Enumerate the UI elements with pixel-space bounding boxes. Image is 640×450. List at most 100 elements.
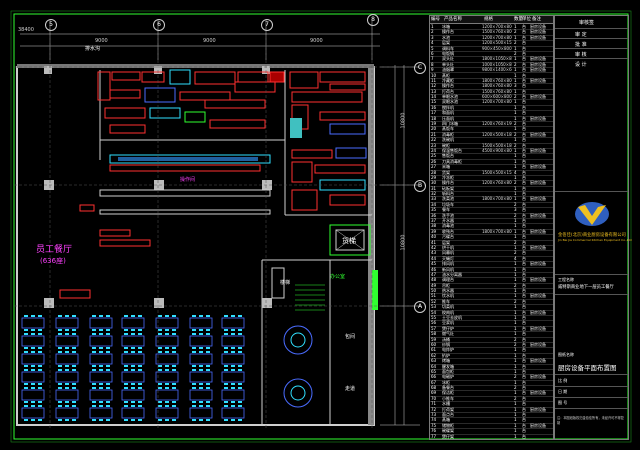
dining-chair (92, 347, 96, 349)
table-cell: 台 (522, 131, 526, 137)
copyright-note: 注：本图纸版权归金佰佳所有，未经许可不得复制 (557, 416, 624, 425)
table-cell: 燃气灶 (442, 331, 454, 337)
table-cell: 保洁柜 (442, 390, 454, 396)
table-cell: 2 (514, 336, 517, 342)
dining-chair (31, 401, 35, 403)
table-cell: 洗菜池 (442, 196, 454, 202)
dining-table (121, 371, 145, 383)
table-cell: 台 (522, 341, 526, 347)
table-cell: 1200×700×800 (482, 24, 512, 29)
table-cell: 和面机 (442, 110, 454, 116)
dining-chair (199, 329, 203, 331)
dining-chair (31, 315, 35, 317)
dining-chair (138, 419, 142, 421)
dining-table (89, 407, 113, 419)
dining-table (21, 389, 45, 401)
dining-chair (31, 365, 35, 367)
dining-chair (24, 329, 28, 331)
table-cell: 砧板架 (442, 185, 454, 191)
table-cell: 台 (522, 255, 526, 261)
dining-chair (165, 329, 169, 331)
table-cell: 煲仔炉 (442, 325, 454, 331)
table-cell: 1 (514, 433, 517, 439)
dining-chair (131, 329, 135, 331)
table-cell: 16 (431, 104, 437, 110)
dining-chair (65, 383, 69, 385)
table-cell: 汤桶 (442, 336, 450, 342)
dining-chair (38, 329, 42, 331)
dining-chair (199, 347, 203, 349)
dining-chair (158, 333, 162, 335)
table-cell: 冰箱 (442, 24, 450, 29)
dining-chair (138, 333, 142, 335)
dining-chair (224, 329, 228, 331)
dining-table (221, 335, 245, 347)
table-cell: 台 (522, 34, 526, 40)
dining-chair (24, 387, 28, 389)
table-cell: 油水分离器 (442, 271, 462, 277)
table-cell: 45 (431, 261, 437, 267)
dining-chair (158, 351, 162, 353)
company-name-en: Jin Bai Jia Commercial Kitchen Equipment… (558, 238, 632, 242)
dining-chair (206, 419, 210, 421)
dining-chair (165, 401, 169, 403)
table-cell: 厨房设备 (530, 164, 546, 170)
floor-plan (14, 20, 425, 430)
table-cell: 67 (431, 379, 437, 385)
table-cell: 厨房设备 (530, 228, 546, 234)
table-cell: 厨房设备 (530, 34, 546, 40)
dining-chair (158, 401, 162, 403)
table-cell: 层架 (442, 239, 450, 245)
table-cell: 台 (522, 298, 526, 304)
table-cell: 1200×700×800 (482, 34, 512, 40)
dining-chair (124, 401, 128, 403)
dining-table (221, 407, 245, 419)
header-no: 编号 (431, 17, 440, 22)
table-cell: 47 (431, 271, 437, 277)
table-cell: 73 (431, 412, 437, 418)
dining-chair (206, 329, 210, 331)
dining-chair (238, 405, 242, 407)
table-cell: 台 (522, 385, 526, 391)
table-cell: 40 (431, 234, 437, 240)
table-cell: 1 (514, 379, 517, 385)
table-cell: 63 (431, 358, 437, 364)
dining-chair (231, 365, 235, 367)
dining-chair (165, 383, 169, 385)
dining-chair (172, 347, 176, 349)
table-cell: 64 (431, 363, 437, 369)
table-cell: 厨房设备 (530, 196, 546, 202)
dining-chair (24, 401, 28, 403)
table-cell: 4500×900×800 (482, 147, 512, 153)
dining-chair (124, 347, 128, 349)
table-cell: 厨房设备 (530, 277, 546, 283)
table-cell: 66 (431, 374, 437, 380)
table-cell: 厨房设备 (530, 212, 546, 218)
dining-chair (72, 351, 76, 353)
dining-chair (38, 401, 42, 403)
table-cell: 台 (522, 99, 526, 105)
table-cell: 1200×500×1550 (482, 40, 512, 46)
table-cell: 2 (514, 180, 517, 186)
table-cell: 1 (514, 293, 517, 299)
dining-table (155, 335, 179, 347)
dining-table (221, 353, 245, 365)
table-cell: 42 (431, 244, 437, 250)
table-cell: 2 (514, 385, 517, 391)
table-cell: 1 (514, 223, 517, 229)
table-cell: 冷冻柜 (442, 174, 454, 180)
dining-chair (224, 365, 228, 367)
table-cell: 1 (514, 153, 517, 159)
dining-table (21, 317, 45, 329)
dining-chair (172, 351, 176, 353)
dining-chair (72, 315, 76, 317)
dining-chair (58, 329, 62, 331)
table-cell: 灭蝇灯 (442, 255, 454, 261)
